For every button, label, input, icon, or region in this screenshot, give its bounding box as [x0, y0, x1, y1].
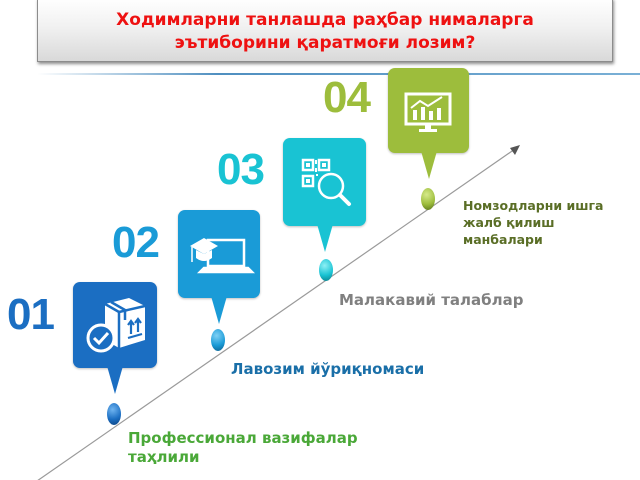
qr-search-icon — [301, 158, 351, 206]
step-label-03: Малакавий талаблар — [339, 291, 524, 309]
step-number-03: 03 — [217, 145, 265, 194]
graduation-laptop-icon — [190, 238, 256, 274]
step-card-04 — [388, 68, 469, 179]
step-number-01: 01 — [7, 290, 55, 339]
header-divider — [37, 73, 640, 75]
step-card-02 — [178, 210, 260, 324]
step-marker-04 — [421, 188, 435, 210]
step-label-02: Лавозим йўриқномаси — [231, 360, 425, 378]
step-marker-03 — [319, 259, 333, 281]
monitor-chart-icon — [404, 92, 452, 132]
box-check-icon — [86, 298, 146, 353]
step-card-03 — [283, 138, 366, 252]
arrowhead-icon — [510, 145, 520, 155]
step-marker-02 — [211, 329, 225, 351]
step-card-01 — [73, 282, 157, 394]
title-line-1: Ходимларни танлашда раҳбар нималарга — [116, 9, 534, 30]
page-title: Ходимларни танлашда раҳбар нималарга эът… — [116, 9, 534, 55]
title-box: Ходимларни танлашда раҳбар нималарга эът… — [37, 0, 613, 62]
step-marker-01 — [107, 403, 121, 425]
step-label-04: Номзодларни ишга жалб қилиш манбалари — [463, 198, 604, 247]
title-line-2: эътиборини қаратмоғи лозим? — [174, 32, 476, 53]
step-number-04: 04 — [323, 73, 371, 122]
step-label-01: Профессионал вазифалар таҳлили — [128, 429, 358, 466]
step-number-02: 02 — [112, 218, 160, 267]
